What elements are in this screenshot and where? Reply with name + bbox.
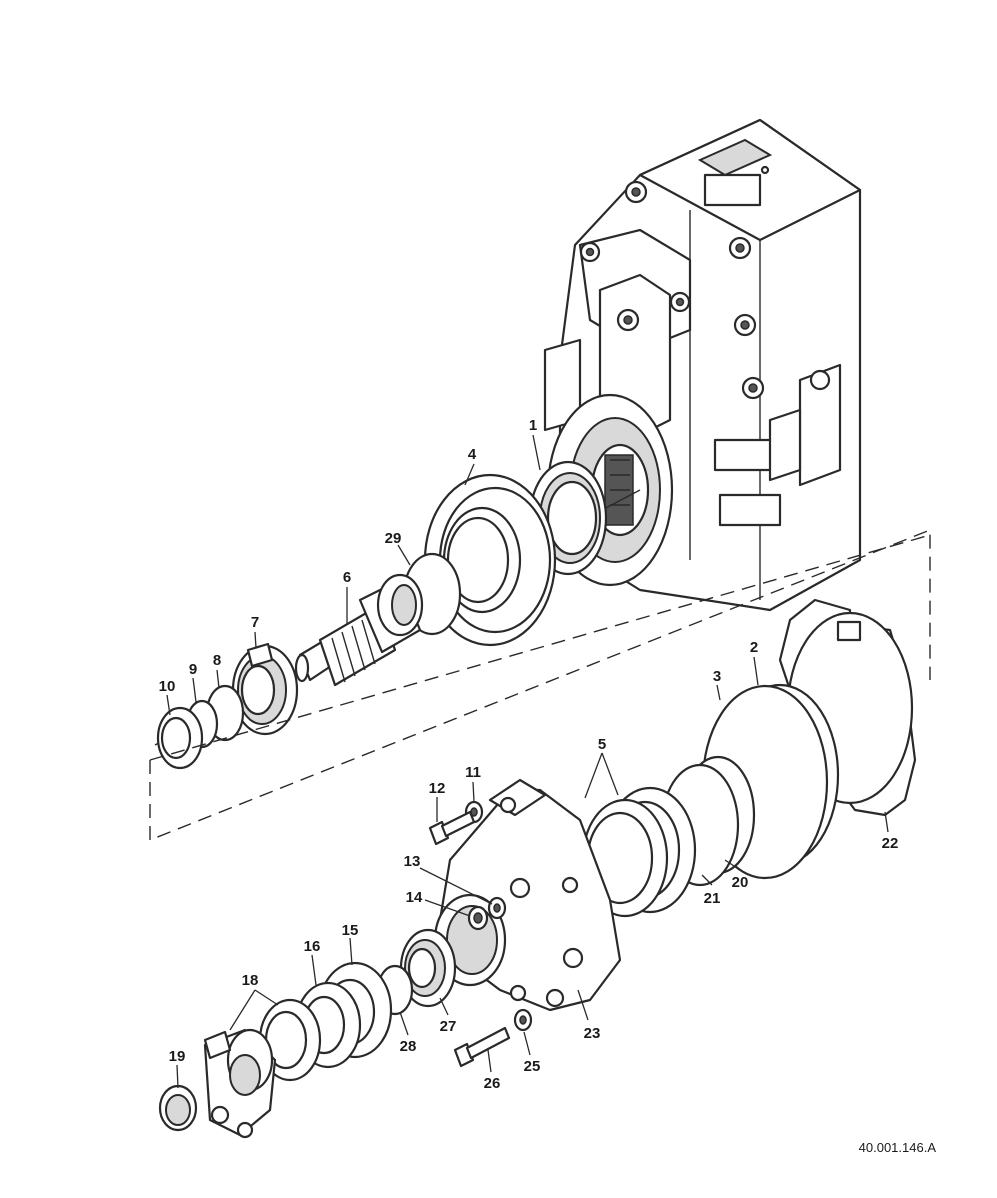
part-4-seal-housing — [423, 473, 557, 647]
callout-9: 9 — [189, 661, 197, 678]
part-6-output-shaft — [294, 573, 424, 687]
part-14-washer — [467, 905, 489, 931]
callout-14: 14 — [406, 889, 423, 906]
part-13-plug — [487, 896, 507, 920]
callout-20: 20 — [732, 874, 749, 891]
callout-16: 16 — [304, 938, 321, 955]
part-10-nut — [156, 706, 204, 770]
callout-6: 6 — [343, 569, 351, 586]
callout-2: 2 — [750, 639, 758, 656]
callout-11: 11 — [465, 764, 481, 781]
leader-lines — [166, 434, 889, 1089]
callout-10: 10 — [159, 678, 176, 695]
part-19-cap — [158, 1084, 198, 1132]
callout-26: 26 — [484, 1075, 501, 1092]
callout-labels: 1 2 3 4 5 6 7 8 9 10 11 12 13 14 15 16 1… — [159, 417, 899, 1092]
callout-1: 1 — [529, 417, 537, 434]
callout-25: 25 — [524, 1058, 541, 1075]
part-12-bolt — [428, 810, 476, 846]
callout-29: 29 — [385, 530, 402, 547]
callout-23: 23 — [584, 1025, 601, 1042]
callout-3: 3 — [713, 668, 721, 685]
assembly-boundary-line — [149, 528, 931, 842]
part-27-bearing — [399, 928, 457, 1008]
callout-21: 21 — [704, 890, 721, 907]
callout-18: 18 — [242, 972, 259, 989]
callout-27: 27 — [440, 1018, 457, 1035]
callout-5: 5 — [598, 736, 606, 753]
part-25-washer — [513, 1008, 533, 1032]
part-18-yoke — [203, 998, 322, 1139]
callout-13: 13 — [404, 853, 421, 870]
part-26-bolt — [453, 1026, 511, 1068]
callout-12: 12 — [429, 780, 446, 797]
drawing-reference-code: 40.001.146.A — [859, 1140, 937, 1155]
callout-19: 19 — [169, 1048, 186, 1065]
callout-4: 4 — [468, 446, 477, 463]
callout-15: 15 — [342, 922, 359, 939]
callout-8: 8 — [213, 652, 221, 669]
callout-22: 22 — [882, 835, 899, 852]
callout-28: 28 — [400, 1038, 417, 1055]
callout-7: 7 — [251, 614, 259, 631]
